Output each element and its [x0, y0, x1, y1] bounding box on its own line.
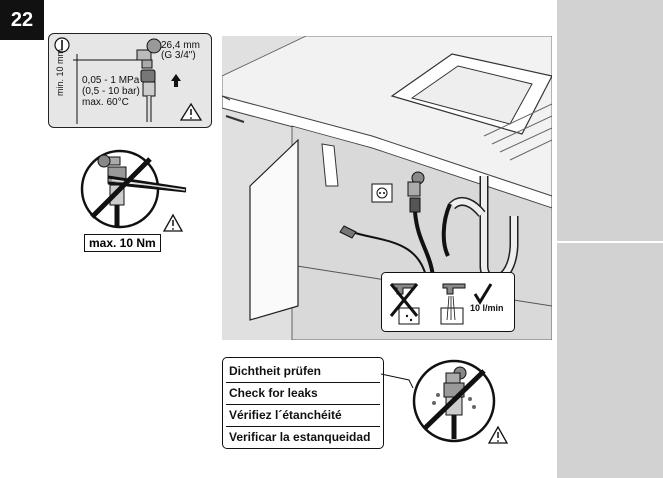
power-plug: [339, 225, 357, 239]
leak-check-de: Dichtheit prüfen: [229, 364, 321, 378]
flow-rate-label: 10 l/min: [470, 303, 504, 313]
drawer-handle: [225, 115, 245, 123]
leak-check-es: Verificar la estanqueidad: [229, 430, 371, 444]
page-number: 22: [0, 0, 44, 40]
water-flow-inset: [381, 272, 515, 332]
tap-closed-icon: [389, 283, 420, 325]
no-pliers-illustration: [80, 149, 187, 232]
warning-icon: [487, 425, 509, 444]
no-leak-illustration: [412, 359, 509, 444]
arrow-up-icon: [171, 74, 181, 87]
max-temperature-label: max. 60°C: [82, 97, 129, 108]
sink: [390, 53, 552, 161]
tap-connector-icon: [136, 38, 162, 122]
max-torque-label: max. 10 Nm: [84, 234, 161, 252]
pressure-mpa-label: 0,05 - 1 MPa: [82, 75, 140, 86]
spec-panel-drawing: [54, 37, 203, 124]
checkmark-icon: [473, 283, 493, 305]
cabinet-door: [249, 138, 299, 321]
pointer-line: [381, 373, 414, 389]
pressure-bar-label: (0,5 - 10 bar): [82, 86, 140, 97]
sidebar: [557, 0, 663, 478]
power-socket: [371, 183, 393, 203]
warning-icon: [179, 102, 203, 121]
sidebar-divider: [557, 241, 663, 243]
warning-icon: [162, 213, 184, 232]
leak-check-box: Dichtheit prüfen Check for leaks Vérifie…: [222, 357, 384, 449]
min-distance-label: min. 10 mm: [55, 48, 65, 96]
leak-check-fr: Vérifiez l´étanchéité: [229, 408, 342, 422]
leak-check-en: Check for leaks: [229, 386, 318, 400]
connection-spec-panel: min. 10 mm 26,4 mm (G 3/4") 0,05 - 1 MPa…: [48, 33, 212, 128]
tap-open-icon: [440, 283, 466, 325]
thread-standard-label: (G 3/4"): [161, 50, 196, 61]
thread-size-label: 26,4 mm: [161, 40, 200, 51]
